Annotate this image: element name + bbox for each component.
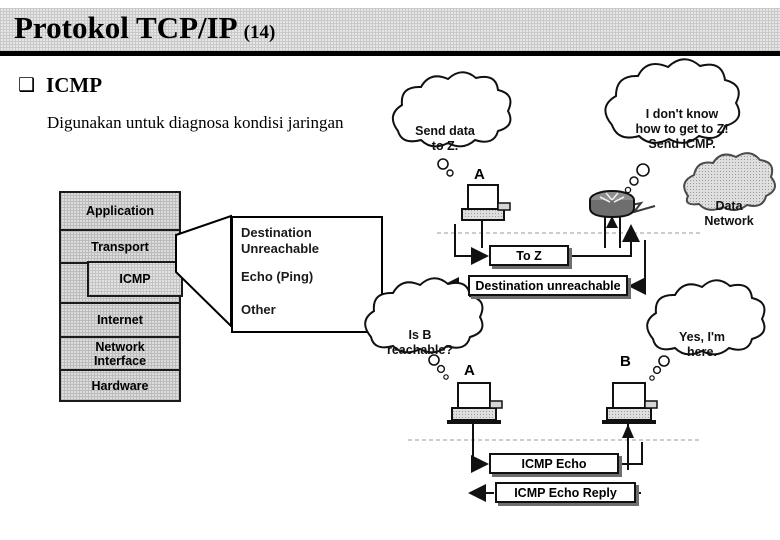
host-b-label: B bbox=[620, 353, 631, 370]
host-a-computer-icon-top bbox=[461, 184, 511, 248]
host-a-computer-icon-bottom bbox=[447, 382, 503, 462]
stack-layer-icmp-band: ICMP bbox=[61, 261, 183, 304]
bubble-text-router-icmp: I don't know how to get to Z! Send ICMP. bbox=[635, 106, 729, 151]
callout-item-destination-unreachable: Destination Unreachable bbox=[241, 225, 320, 256]
icmp-message-types-callout: Destination Unreachable Echo (Ping) Othe… bbox=[231, 216, 383, 333]
callout-item-echo-ping: Echo (Ping) bbox=[241, 269, 314, 284]
bullet-icmp: ❑ ICMP bbox=[18, 74, 102, 96]
bullet-label: ICMP bbox=[46, 73, 103, 97]
host-a-label-top: A bbox=[474, 166, 485, 183]
message-box-icmp-echo: ICMP Echo bbox=[489, 453, 619, 474]
thought-bubble-host-b bbox=[646, 279, 766, 381]
page-title: Protokol TCP/IP (14) bbox=[14, 10, 275, 46]
router-icon bbox=[589, 190, 635, 248]
page-title-number: (14) bbox=[243, 22, 276, 43]
cloud-label-data-network: Data Network bbox=[704, 199, 754, 228]
page-title-main: Protokol TCP/IP bbox=[14, 10, 236, 45]
bubble-text-is-b-reachable: Is B reachable? bbox=[386, 328, 453, 357]
bubble-text-send-data: Send data to Z. bbox=[415, 124, 475, 153]
callout-item-other: Other bbox=[241, 302, 276, 317]
protocol-stack: Application Transport ICMP Internet Netw… bbox=[59, 191, 183, 402]
host-b-computer-icon bbox=[602, 382, 658, 470]
stack-layer-application: Application bbox=[61, 193, 179, 231]
slide-header: Protokol TCP/IP (14) bbox=[0, 8, 780, 56]
host-a-label-bottom: A bbox=[464, 362, 475, 379]
stack-layer-network-interface: Network Interface bbox=[61, 338, 179, 371]
wire-to-z-out bbox=[570, 224, 640, 257]
stack-layer-internet: Internet bbox=[61, 304, 179, 338]
thought-bubble-router bbox=[604, 58, 741, 194]
thought-bubble-host-a-bottom bbox=[364, 277, 484, 380]
wire-to-z-in bbox=[454, 224, 489, 265]
stack-layer-transport: Transport bbox=[61, 231, 179, 264]
message-box-destination-unreachable: Destination unreachable bbox=[468, 275, 628, 296]
thought-bubble-host-a-top bbox=[391, 71, 512, 177]
square-bullet-icon: ❑ bbox=[18, 74, 36, 96]
stack-layer-icmp: ICMP bbox=[87, 261, 183, 297]
wire-icmp-echo-in bbox=[471, 446, 489, 473]
stack-layer-hardware: Hardware bbox=[61, 371, 179, 400]
data-network-cloud bbox=[683, 152, 776, 211]
bubble-text-yes-im-here: Yes, I'm here. bbox=[678, 330, 726, 359]
message-box-icmp-echo-reply: ICMP Echo Reply bbox=[495, 482, 636, 503]
bullet-subtext: Digunakan untuk diagnosa kondisi jaringa… bbox=[47, 113, 344, 132]
wire-unreachable-in bbox=[628, 240, 646, 295]
message-box-to-z: To Z bbox=[489, 245, 569, 266]
wire-icmp-echo-out bbox=[620, 442, 643, 465]
